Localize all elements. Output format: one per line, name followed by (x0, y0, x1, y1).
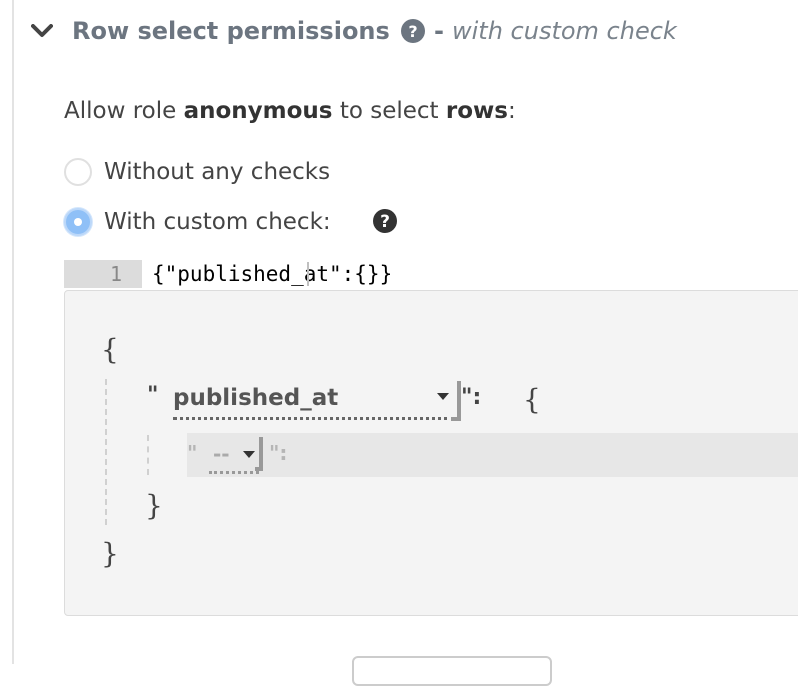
editor-gutter (64, 260, 142, 288)
column-select-value: published_at (173, 385, 339, 411)
section-subtitle: with custom check (452, 17, 677, 45)
allow-middle: to select (339, 98, 439, 124)
column-open-quote: " (147, 383, 159, 408)
column-select-underline (173, 417, 455, 420)
object-name: rows (445, 98, 508, 124)
allow-description: Allow role anonymous to select rows: (64, 94, 516, 128)
permission-builder: { " published_at ": { " -- ": } } (64, 290, 798, 616)
allow-suffix: : (507, 98, 516, 124)
section-header[interactable]: Row select permissions ? (30, 14, 426, 48)
option-with-custom-check[interactable]: With custom check: (64, 205, 331, 239)
code-text[interactable]: {"published_at":{}} (152, 262, 393, 286)
code-editor[interactable]: 1 {"published_at":{}} (64, 260, 798, 290)
allow-prefix: Allow role (64, 98, 177, 124)
caret-down-icon[interactable] (437, 393, 449, 400)
inner-indent-guide (147, 435, 149, 475)
radio-label-with-custom-check: With custom check: (104, 209, 331, 235)
operator-close-quote: ": (269, 441, 288, 465)
radio-without-checks[interactable] (64, 158, 92, 186)
svg-text:?: ? (380, 212, 390, 232)
radio-with-custom-check[interactable] (64, 208, 92, 236)
close-brace: } (101, 537, 119, 570)
inner-close-brace: } (145, 489, 163, 522)
chevron-down-icon[interactable] (30, 19, 54, 43)
bottom-button[interactable] (352, 656, 552, 686)
svg-text:?: ? (408, 22, 417, 41)
column-close-quote: ": (461, 385, 482, 410)
operator-row[interactable]: " -- ": (187, 433, 798, 477)
select-edge (255, 437, 263, 471)
open-brace: { (101, 333, 119, 366)
operator-select-value[interactable]: -- (213, 442, 230, 466)
option-without-checks[interactable]: Without any checks (64, 155, 330, 189)
subtitle-dash: - (434, 17, 444, 45)
caret-down-icon[interactable] (243, 451, 255, 458)
inner-open-brace: { (523, 383, 541, 416)
question-circle-icon[interactable]: ? (372, 208, 398, 234)
section-title: Row select permissions (72, 17, 390, 45)
text-cursor (307, 262, 309, 286)
left-border (12, 0, 14, 664)
select-edge (451, 381, 461, 421)
role-name: anonymous (183, 98, 333, 124)
line-number: 1 (109, 262, 122, 286)
column-select[interactable]: published_at (173, 377, 461, 421)
indent-guide (105, 379, 107, 525)
operator-open-quote: " (187, 441, 198, 465)
question-circle-icon[interactable]: ? (400, 18, 426, 44)
operator-select-underline (209, 471, 259, 474)
radio-label-without-checks: Without any checks (104, 159, 331, 185)
